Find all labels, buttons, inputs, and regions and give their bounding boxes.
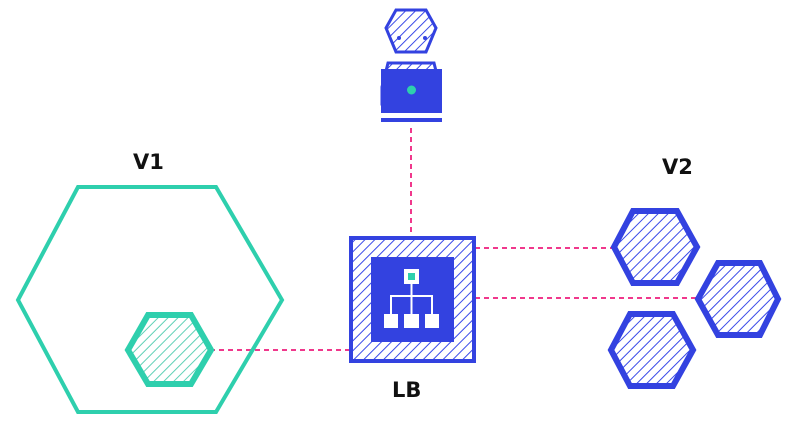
connectors xyxy=(210,128,697,351)
v2-hexagon-3 xyxy=(607,311,697,389)
v1-hexagon xyxy=(15,185,285,414)
hierarchy-icon xyxy=(384,269,439,328)
v1-label: V1 xyxy=(133,150,164,174)
v2-hexagon-1 xyxy=(610,208,701,286)
v2-hexagon-2 xyxy=(694,260,782,338)
v2-label: V2 xyxy=(662,155,693,179)
lb-label: LB xyxy=(392,378,422,402)
load-balancer xyxy=(349,236,476,363)
v1-instance-hexagon xyxy=(124,312,215,387)
user-with-laptop-icon xyxy=(380,8,442,122)
